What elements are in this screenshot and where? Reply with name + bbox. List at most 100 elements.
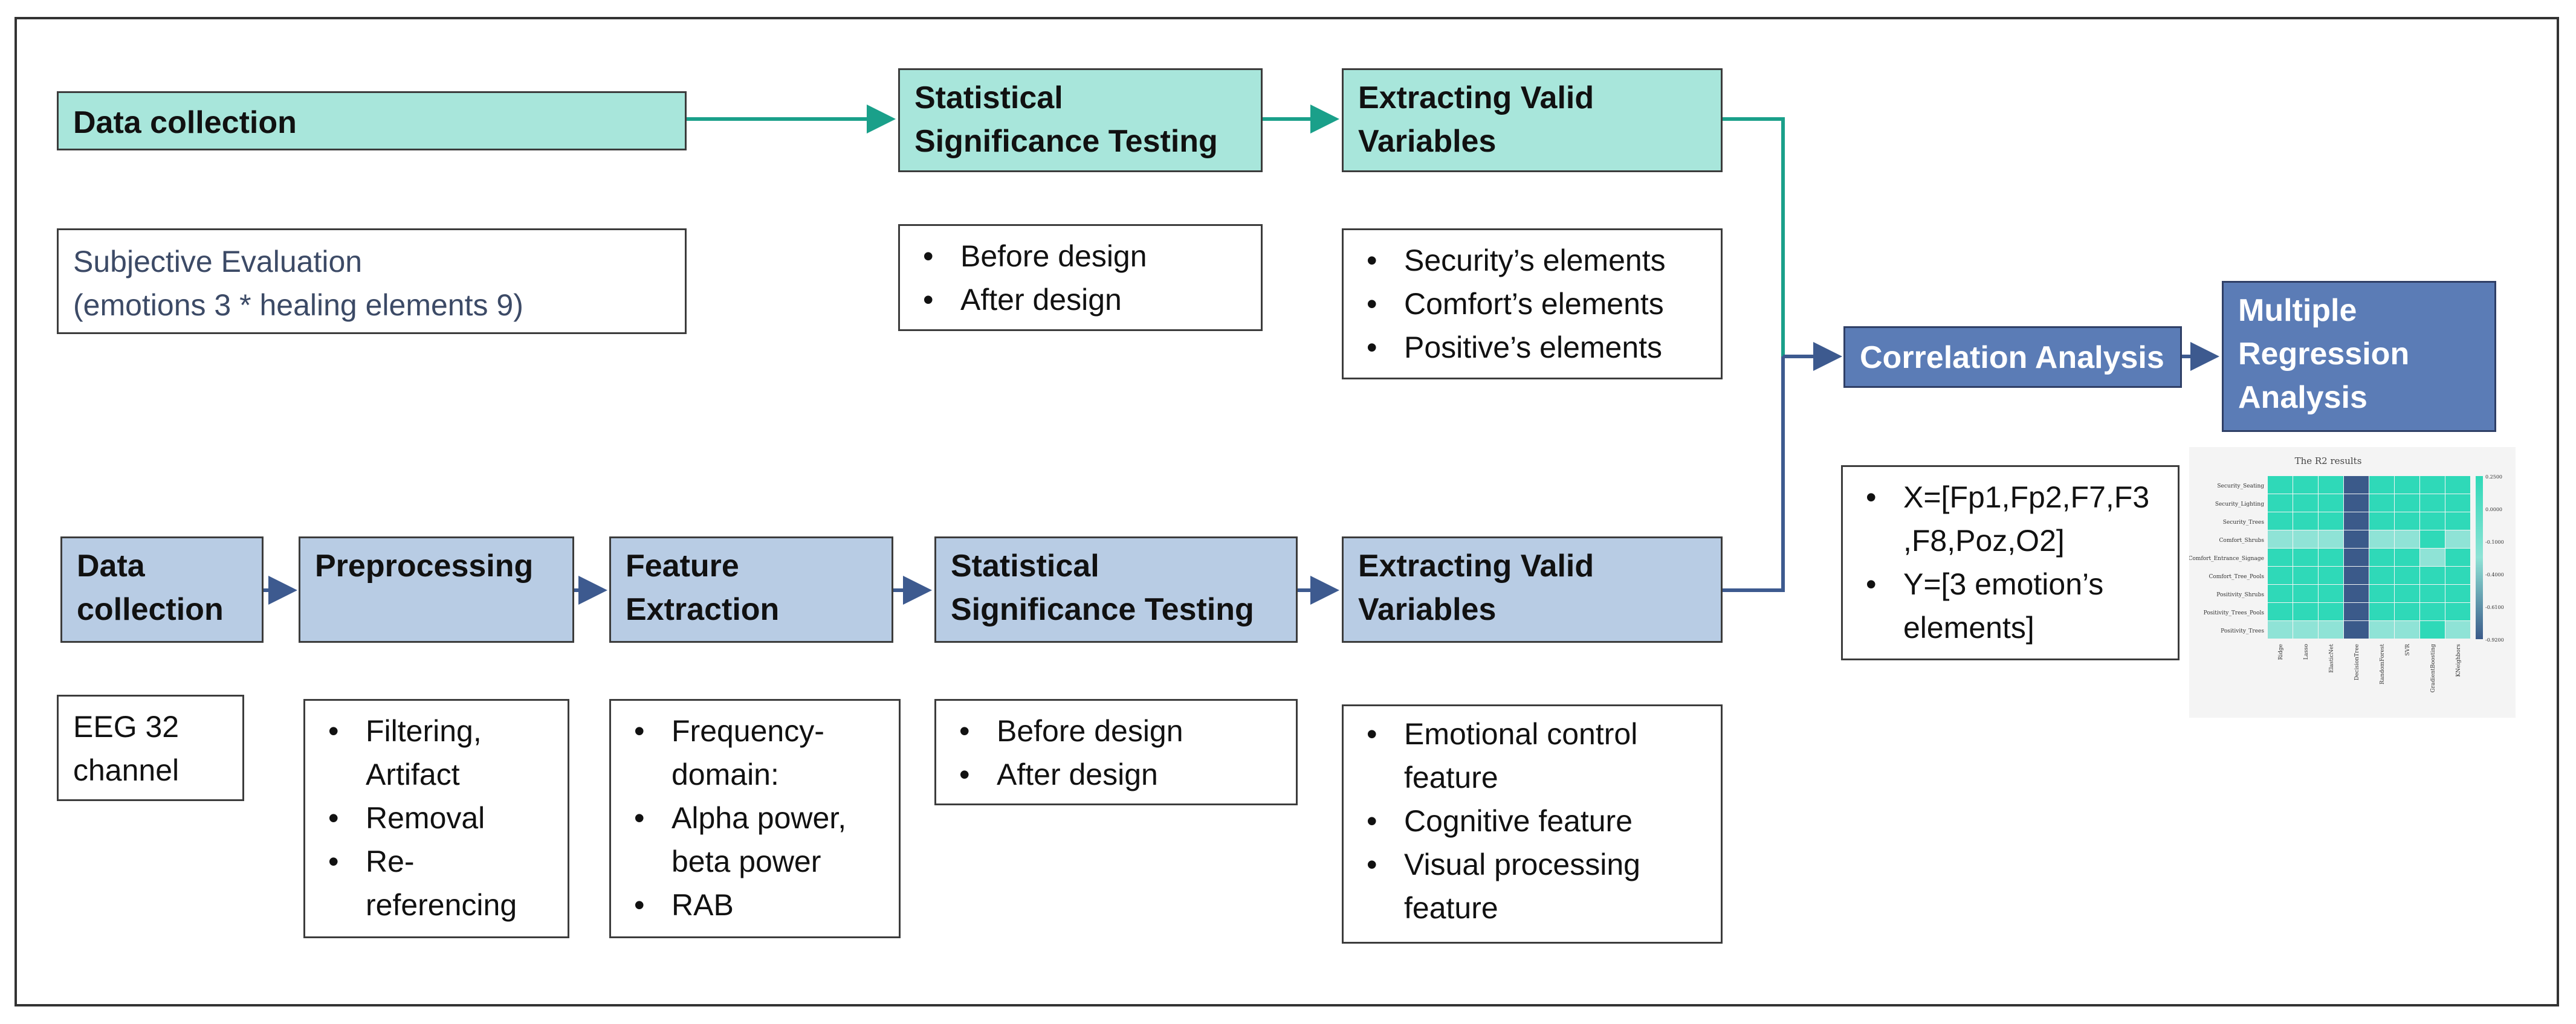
heatmap-cell [2268,603,2293,620]
heatmap-cell [2319,494,2343,512]
heatmap-cell [2445,603,2470,620]
heatmap-cell [2293,512,2318,530]
heatmap-cell [2293,621,2318,639]
heatmap-colorbar-tick: 0.2500 [2485,474,2502,480]
heatmap-row-labels: Security_SeatingSecurity_LightingSecurit… [2189,483,2264,634]
correlation-analysis-box: Correlation Analysis [1843,326,2182,388]
heatmap-cell [2268,476,2293,494]
top-extract-title-line-1: Extracting Valid [1358,80,1594,115]
bottom-stat-title-line-2: Significance Testing [951,592,1254,627]
heatmap-row-label: Security_Seating [2217,483,2264,489]
heatmap-cell [2369,476,2394,494]
list-line: Alpha power, [672,801,847,835]
heatmap-row-label: Comfort_Shrubs [2219,538,2265,544]
heatmap-cell [2395,621,2419,639]
list-item: Emotional control feature [1344,712,1721,799]
list-line: Visual processing [1404,848,1640,881]
list-line: feature [1404,891,1498,925]
top-stat-list: Before design After design [900,234,1261,321]
bottom-extract-title-line-2: Variables [1358,592,1497,627]
bottom-stat-title-line-1: Statistical [951,549,1099,584]
list-item: X=[Fp1,Fp2,F7,F3 ,F8,Poz,O2] [1843,475,2178,562]
list-item: Before design [900,234,1261,278]
heatmap-cell [2369,549,2394,566]
heatmap-cell [2344,603,2369,620]
regression-line-1: Multiple [2238,293,2357,328]
heatmap-cell [2344,494,2369,512]
heatmap-cell [2293,603,2318,620]
top-stat-list-box: Before design After design [898,224,1263,331]
list-line: Frequency- [672,714,824,748]
list-line: RAB [672,888,734,922]
heatmap-cell [2293,585,2318,602]
heatmap-cell [2293,530,2318,548]
heatmap-cell [2344,549,2369,566]
heatmap-cell [2420,512,2445,530]
heatmap-colorbar-tick: -0.6100 [2485,605,2504,610]
list-item: Positive’s elements [1344,326,1721,369]
list-line: Artifact [366,758,460,791]
xy-line: ,F8,Poz,O2] [1903,524,2065,558]
regression-analysis-box: Multiple Regression Analysis [2222,281,2496,432]
heatmap-cell [2420,603,2445,620]
heatmap-cell [2319,567,2343,584]
top-statistical-testing-box: Statistical Significance Testing [898,68,1263,172]
heatmap-cell [2268,621,2293,639]
heatmap-cell [2268,494,2293,512]
heatmap-cell [2420,567,2445,584]
heatmap-cell [2395,603,2419,620]
heatmap-row-label: Security_Trees [2223,520,2265,526]
top-stat-title-line-2: Significance Testing [914,124,1218,159]
list-line: Emotional control [1404,717,1638,751]
heatmap-col-label: Ridge [2278,644,2284,660]
preprocessing-list: Filtering, Artifact Removal Re- referenc… [305,709,568,927]
heatmap-col-label: ElasticNet [2329,644,2335,673]
bottom-extract-title-line-1: Extracting Valid [1358,549,1594,584]
heatmap-cell [2268,530,2293,548]
list-item: Frequency- domain: [611,709,899,796]
heatmap-cell [2369,512,2394,530]
heatmap-cell [2344,567,2369,584]
list-item: Security’s elements [1344,239,1721,282]
diagram-frame [15,17,2559,1006]
heatmap-cell [2445,621,2470,639]
heatmap-cell [2344,621,2369,639]
regression-line-2: Regression [2238,337,2410,372]
preprocessing-box: Preprocessing [299,536,574,643]
eeg-line-2: channel [73,753,180,787]
heatmap-cell [2293,549,2318,566]
heatmap-row-label: Security_Lighting [2215,501,2264,507]
top-stat-title-line-1: Statistical [914,80,1063,115]
bottom-extract-list: Emotional control feature Cognitive feat… [1344,712,1721,930]
heatmap-cell [2319,621,2343,639]
heatmap-cell [2420,549,2445,566]
bottom-data-collection-box: Data collection [60,536,264,643]
heatmap-cell [2395,476,2419,494]
heatmap-cell [2268,567,2293,584]
heatmap-cell [2369,621,2394,639]
list-item: Comfort’s elements [1344,282,1721,326]
bottom-stat-list-box: Before design After design [934,699,1298,805]
subjective-evaluation-box: Subjective Evaluation (emotions 3 * heal… [57,228,687,334]
heatmap-cell [2344,512,2369,530]
xy-list: X=[Fp1,Fp2,F7,F3 ,F8,Poz,O2] Y=[3 emotio… [1843,475,2178,649]
heatmap-cell [2319,476,2343,494]
heatmap-cell [2395,567,2419,584]
feature-extraction-box: Feature Extraction [609,536,893,643]
heatmap-cell [2395,585,2419,602]
heatmap-cell [2369,567,2394,584]
list-item: Removal [305,796,568,840]
heatmap-cell [2293,476,2318,494]
heatmap-cell [2319,585,2343,602]
heatmap-row-label: Positivity_Shrubs [2216,592,2264,598]
heatmap-col-label: Lasso [2303,644,2309,660]
r2-heatmap: The R2 results Security_SeatingSecurity_… [2189,447,2516,718]
heatmap-cell [2395,494,2419,512]
heatmap-cell [2445,530,2470,548]
heatmap-cell [2319,549,2343,566]
list-item: RAB [611,883,899,927]
heatmap-cell [2344,530,2369,548]
list-line: Re- [366,845,415,878]
